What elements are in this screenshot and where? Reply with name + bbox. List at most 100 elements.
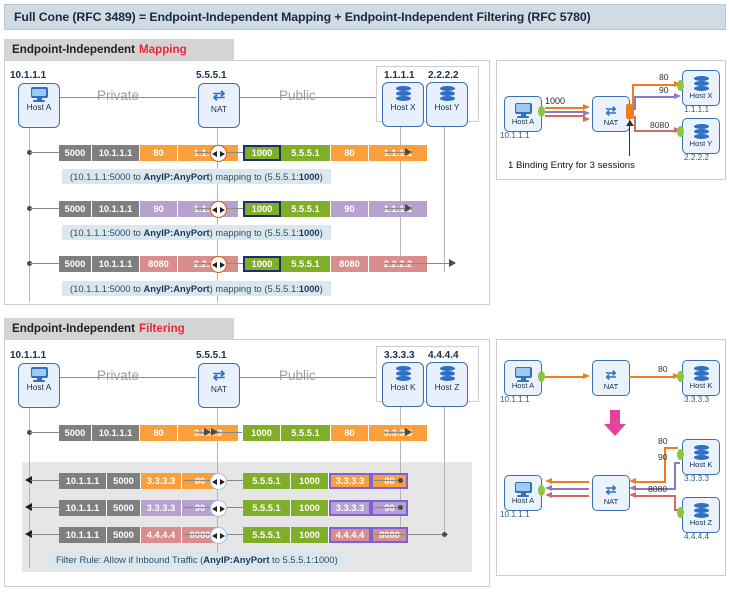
f-bot-host-k-node[interactable]: Host K bbox=[682, 439, 720, 475]
pkt-field: 1000 bbox=[291, 473, 329, 489]
row2-wire-left bbox=[30, 208, 60, 210]
pkt-field: 5.5.5.1 bbox=[281, 256, 331, 272]
pkt-field: 5.5.5.1 bbox=[281, 145, 331, 161]
pkt-field: 5000 bbox=[59, 256, 92, 272]
f-top-flow-2 bbox=[629, 376, 675, 378]
flow-y-8080-v bbox=[634, 116, 636, 132]
caption-row3-e: ) bbox=[319, 283, 323, 294]
row3-arrowhead bbox=[449, 259, 456, 267]
nat-node-mapping[interactable]: ⇄ NAT bbox=[198, 83, 240, 128]
pkt-field: 80 bbox=[140, 145, 178, 161]
fin3-arrowhead bbox=[25, 530, 32, 538]
host-y-label: Host Y bbox=[434, 102, 460, 112]
section-header-filtering-accent: Filtering bbox=[139, 322, 185, 335]
nat-arrows-icon: ⇄ bbox=[605, 102, 617, 118]
nat-translate-icon bbox=[210, 201, 227, 218]
nat-binding-nub bbox=[626, 104, 634, 119]
row2-arrowhead bbox=[405, 204, 412, 212]
nat-translate-icon bbox=[210, 500, 227, 517]
caption-row3: (10.1.1.1:5000 to AnyIP:AnyPort) mapping… bbox=[62, 281, 331, 296]
fin3-wire-left bbox=[31, 534, 60, 536]
fin3-wire-right bbox=[372, 534, 448, 536]
page-title: Full Cone (RFC 3489) = Endpoint-Independ… bbox=[4, 4, 726, 30]
right-nat-node-mapping[interactable]: ⇄ NAT bbox=[592, 96, 630, 132]
f-bot-in-1-h2 bbox=[664, 447, 678, 449]
caption-row3-d: 1000 bbox=[298, 283, 320, 294]
zone-label-private-mapping: Private bbox=[97, 88, 140, 103]
nat-translate-icon bbox=[210, 145, 227, 162]
right-host-y-label: Host Y bbox=[689, 139, 713, 148]
right-host-a-node-mapping[interactable]: Host A bbox=[504, 96, 542, 132]
row3-wire-left bbox=[30, 263, 60, 265]
host-z-node[interactable]: Host Z bbox=[426, 362, 468, 407]
nat-arrows-icon: ⇄ bbox=[212, 367, 226, 384]
caption-row2: (10.1.1.1:5000 to AnyIP:AnyPort) mapping… bbox=[62, 225, 331, 240]
right-host-x-label: Host X bbox=[689, 91, 713, 100]
host-k-label: Host K bbox=[390, 382, 416, 392]
f-bot-host-k-ip: 3.3.3.3 bbox=[684, 474, 710, 483]
host-k-node[interactable]: Host K bbox=[382, 362, 424, 407]
right-nat-label-mapping: NAT bbox=[603, 117, 619, 127]
f-bot-host-a-node[interactable]: Host A bbox=[504, 475, 542, 511]
f-top-host-k-node[interactable]: Host K bbox=[682, 360, 720, 396]
section-header-mapping: Endpoint-Independent Mapping bbox=[4, 39, 234, 60]
row1-arrowhead bbox=[405, 148, 412, 156]
right-port-90-x: 90 bbox=[659, 85, 669, 95]
pkt-field: 5000 bbox=[59, 201, 92, 217]
f-top-nat-node[interactable]: ⇄ NAT bbox=[592, 360, 630, 396]
guide-line-hostz bbox=[444, 390, 446, 532]
link-public-filtering bbox=[238, 377, 377, 379]
f-bot-nat-node[interactable]: ⇄ NAT bbox=[592, 475, 630, 511]
f-bot-host-k-nub bbox=[677, 449, 684, 460]
nat-ip-filtering: 5.5.5.1 bbox=[196, 350, 227, 361]
f-bot-host-z-nub bbox=[677, 507, 684, 518]
right-port-8080-y: 8080 bbox=[650, 120, 670, 130]
right-host-y-node[interactable]: Host Y bbox=[682, 118, 720, 154]
f-bot-host-z-node[interactable]: Host Z bbox=[682, 497, 720, 533]
right-host-x-ip: 1.1.1.1 bbox=[684, 105, 710, 114]
pkt-field: 5.5.5.1 bbox=[243, 500, 291, 516]
host-y-port-nub bbox=[677, 126, 684, 137]
nat-node-filtering[interactable]: ⇄ NAT bbox=[198, 363, 240, 408]
pkt-field-filtered-src: 4.4.4.4 bbox=[329, 527, 371, 543]
monitor-icon bbox=[514, 366, 532, 382]
right-host-x-node[interactable]: Host X bbox=[682, 70, 720, 106]
section-header-mapping-prefix: Endpoint-Independent bbox=[12, 43, 136, 56]
flow-arrow-2 bbox=[583, 110, 590, 116]
pkt-field: 5000 bbox=[59, 425, 92, 441]
pkt-field: 5000 bbox=[107, 500, 141, 516]
f-top-host-k-label: Host K bbox=[689, 381, 713, 390]
pkt-field-filtered-src: 3.3.3.3 bbox=[329, 473, 371, 489]
host-x-node[interactable]: Host X bbox=[382, 82, 424, 127]
right-host-a-label-mapping: Host A bbox=[511, 116, 535, 126]
fout-arrow-a bbox=[204, 428, 211, 436]
pkt-field: 1000 bbox=[291, 500, 329, 516]
fin1-endpoint-dot bbox=[398, 478, 403, 483]
fout-wire-right bbox=[385, 432, 407, 434]
fin1-wire-mid-a bbox=[183, 480, 210, 482]
f-top-host-a-node[interactable]: Host A bbox=[504, 360, 542, 396]
row-origin-dot bbox=[27, 430, 32, 435]
database-icon bbox=[439, 86, 455, 102]
caption-row1-e: ) bbox=[319, 171, 323, 182]
pkt-field: 10.1.1.1 bbox=[59, 527, 107, 543]
fin2-wire-left bbox=[31, 507, 60, 509]
host-a-node-filtering[interactable]: Host A bbox=[18, 363, 60, 408]
f-bot-port-80: 80 bbox=[658, 436, 668, 446]
pkt-field-mapped-port: 1000 bbox=[243, 256, 281, 272]
host-a-node-mapping[interactable]: Host A bbox=[18, 83, 60, 128]
pkt-field: 10.1.1.1 bbox=[59, 473, 107, 489]
zone-label-public-filtering: Public bbox=[279, 368, 316, 383]
guide-line-hosty bbox=[444, 110, 446, 272]
f-top-host-a-ip: 10.1.1.1 bbox=[500, 395, 530, 404]
flow-arrow-1 bbox=[583, 104, 590, 110]
fin2-arrowhead bbox=[25, 503, 32, 511]
fin1-arrowhead bbox=[25, 476, 32, 484]
pkt-field: 80 bbox=[140, 425, 178, 441]
f-bot-in-2-arrow bbox=[629, 485, 636, 491]
flow-x-90-arrow bbox=[674, 93, 681, 99]
f-top-host-k-nub bbox=[677, 371, 684, 382]
pkt-field: 80 bbox=[331, 145, 369, 161]
host-y-node[interactable]: Host Y bbox=[426, 82, 468, 127]
host-y-ip: 2.2.2.2 bbox=[428, 70, 459, 81]
